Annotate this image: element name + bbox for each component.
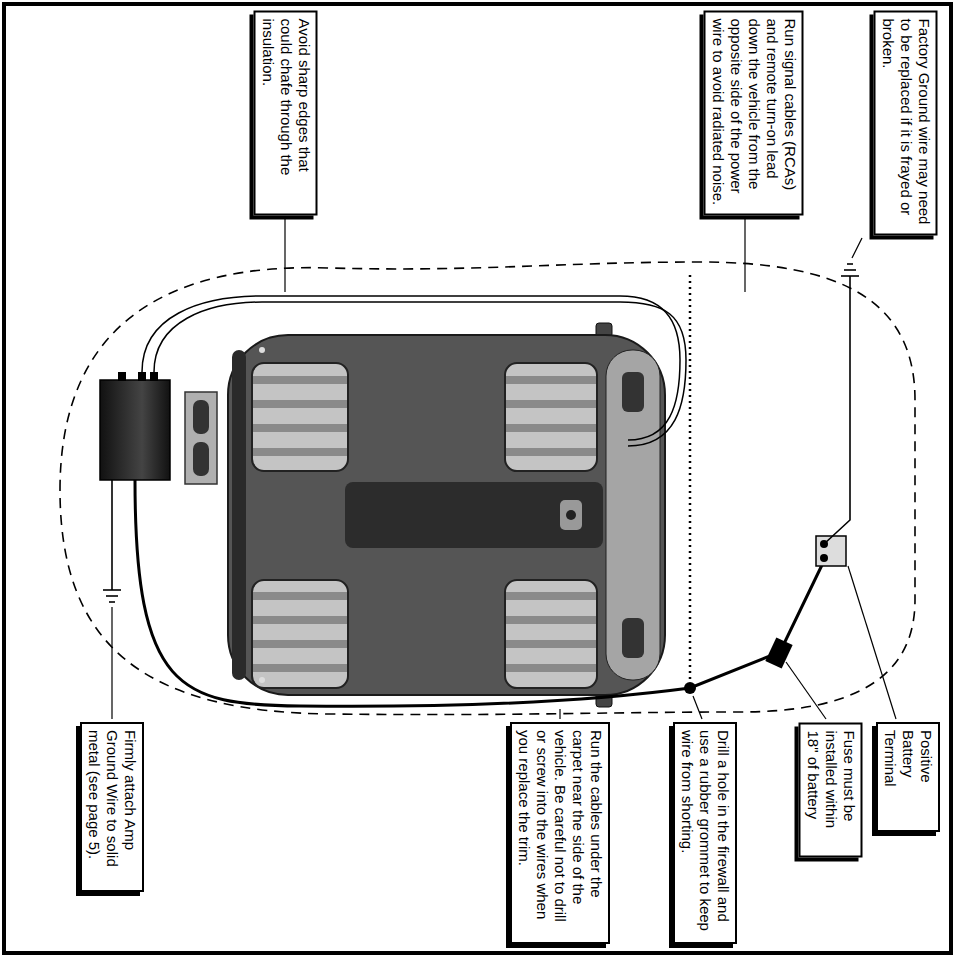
callout-box: Positive Battery Terminal (876, 722, 940, 832)
vehicle-outline (60, 262, 915, 715)
callout-text: Factory Ground wire may need to be repla… (878, 18, 932, 227)
subwoofer-box (185, 392, 217, 484)
callout-box: Factory Ground wire may need to be repla… (873, 10, 937, 235)
callout-text: Fuse must be installed within 18" of bat… (803, 730, 857, 849)
callout-text: Run signal cables (RCAs) and remote turn… (708, 18, 798, 207)
callout-text: Run the cables under the carpet near the… (515, 730, 605, 936)
factory-ground (824, 264, 859, 544)
callout-box: Drill a hole in the firewall and use a r… (673, 722, 737, 944)
callout-box: Run the cables under the carpet near the… (510, 722, 610, 944)
callout-text: Avoid sharp edges that could chafe throu… (258, 18, 312, 207)
callout-box: Firmly attach Amp Ground Wire to solid m… (80, 722, 144, 892)
amplifier (100, 372, 170, 480)
power-wire (135, 480, 822, 706)
amp-ground (103, 480, 121, 602)
page-frame (4, 4, 951, 953)
signal-cables (142, 296, 686, 446)
callout-text: Positive Battery Terminal (881, 730, 935, 824)
grommet (684, 682, 696, 694)
battery (816, 536, 846, 566)
callout-text: Drill a hole in the firewall and use a r… (678, 730, 732, 936)
firewall-line (689, 275, 692, 686)
vehicle-top-view (228, 323, 665, 707)
callout-box: Fuse must be installed within 18" of bat… (798, 722, 862, 857)
fuse (765, 637, 792, 668)
leader-lines (112, 216, 896, 719)
callout-box: Avoid sharp edges that could chafe throu… (253, 10, 317, 215)
callout-box: Run signal cables (RCAs) and remote turn… (703, 10, 803, 215)
callout-text: Firmly attach Amp Ground Wire to solid m… (85, 730, 139, 884)
